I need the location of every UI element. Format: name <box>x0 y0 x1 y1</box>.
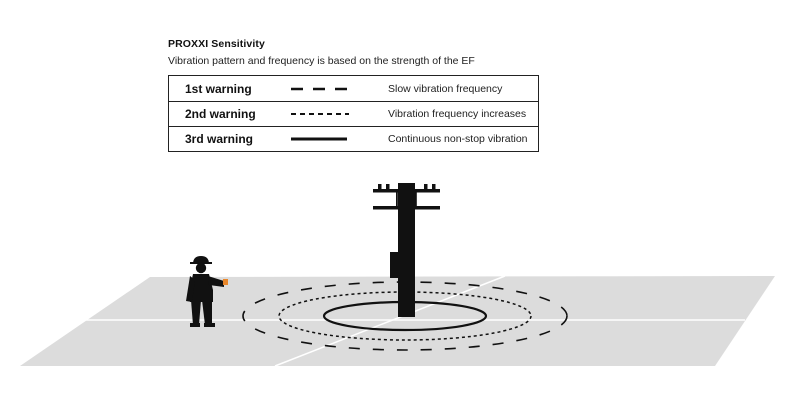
worker-icon <box>186 256 224 327</box>
proxxi-device-icon <box>223 279 228 285</box>
legend-level-label: 1st warning <box>185 82 252 96</box>
warning-zone-2nd-icon <box>278 291 532 341</box>
legend-row-1st-warning: 1st warning Slow vibration frequency <box>169 76 538 102</box>
short-dash-pattern-icon <box>291 113 349 115</box>
warning-legend-table: 1st warning Slow vibration frequency 2nd… <box>168 75 539 152</box>
ground-plane <box>20 276 775 366</box>
ground-line-diagonal <box>274 275 506 367</box>
solid-line-pattern-icon <box>291 137 347 141</box>
legend-row-2nd-warning: 2nd warning Vibration frequency increase… <box>169 101 538 127</box>
legend-description: Slow vibration frequency <box>388 83 503 95</box>
legend-description: Continuous non-stop vibration <box>388 133 528 145</box>
legend-level-label: 2nd warning <box>185 107 256 121</box>
page-title: PROXXI Sensitivity <box>168 38 265 50</box>
legend-description: Vibration frequency increases <box>388 108 527 120</box>
legend-row-3rd-warning: 3rd warning Continuous non-stop vibratio… <box>169 126 538 151</box>
page-subtitle: Vibration pattern and frequency is based… <box>168 55 475 67</box>
legend-level-label: 3rd warning <box>185 132 254 146</box>
long-dash-pattern-icon <box>291 87 349 91</box>
utility-pole-icon <box>373 183 440 317</box>
